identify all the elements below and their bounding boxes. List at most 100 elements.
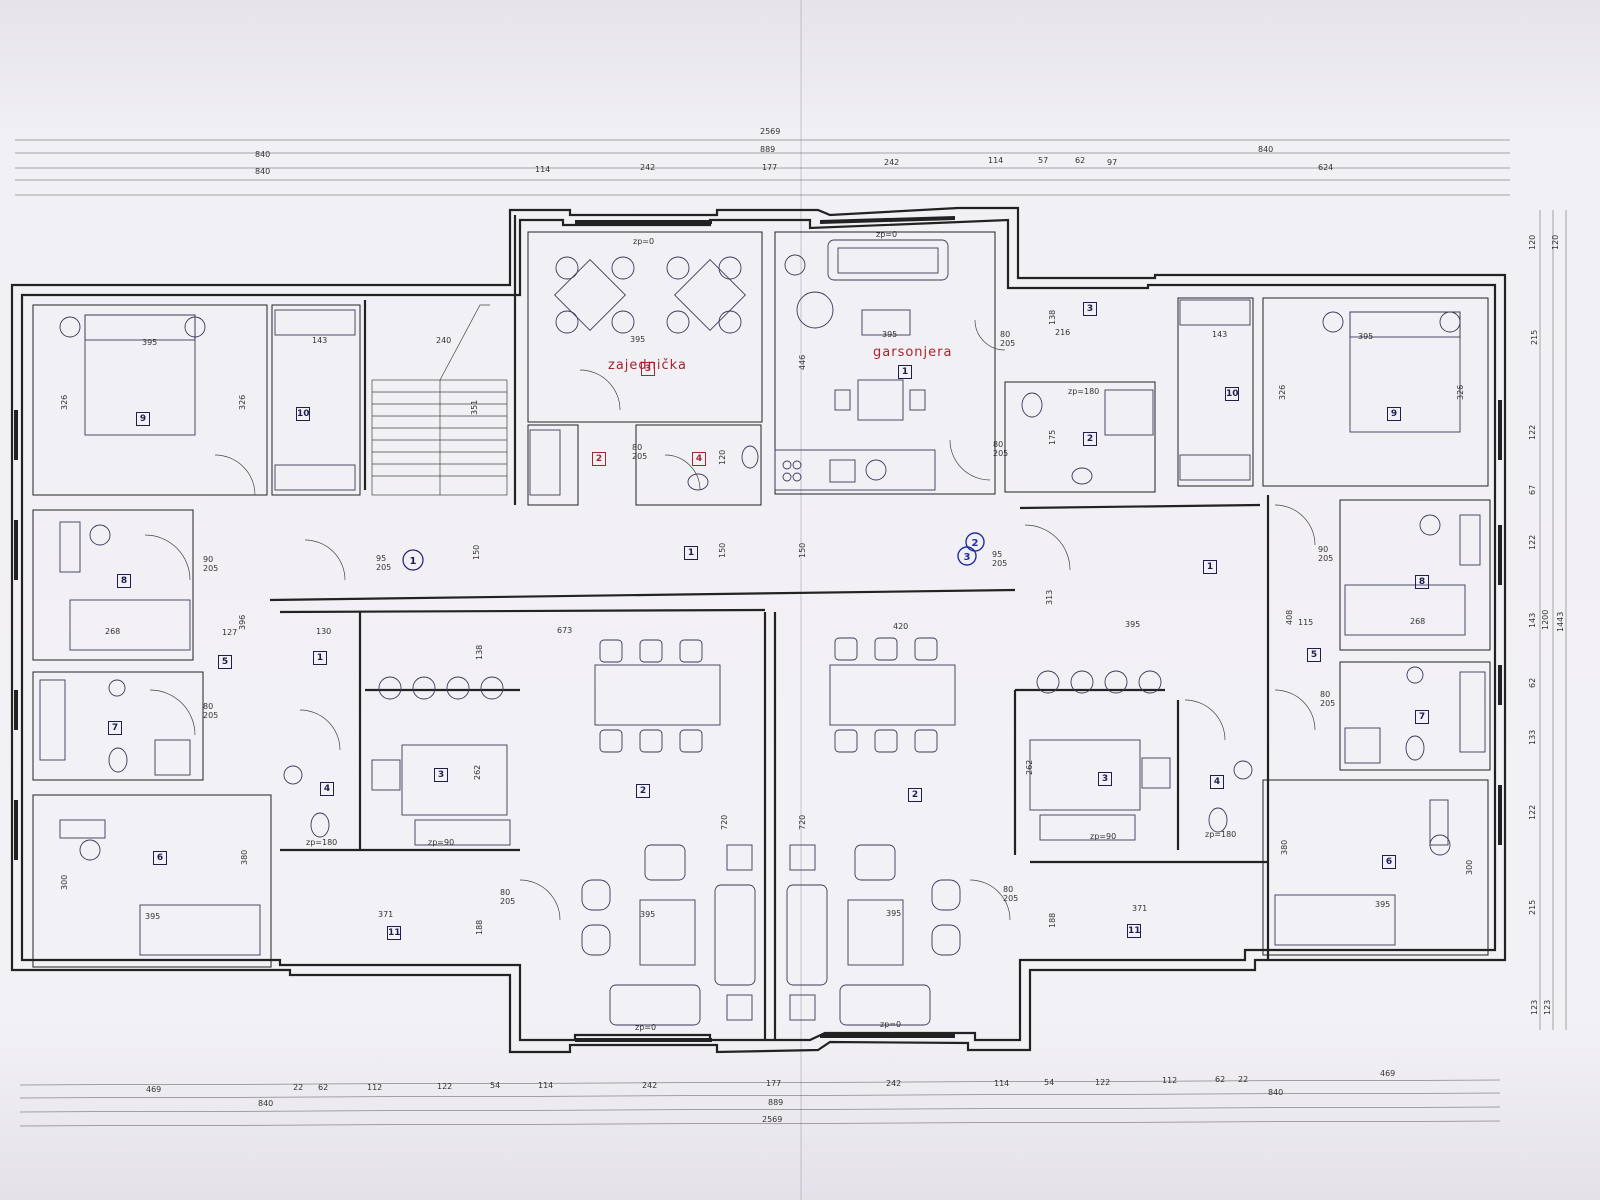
bottom-center-dim: 889 [768, 1098, 783, 1107]
top-seg-dim: 114 [988, 156, 1003, 165]
dim-label: 120 [718, 449, 727, 465]
staircase [371, 304, 508, 496]
bottom-seg-dim: 112 [1162, 1076, 1177, 1085]
dim-label: 720 [798, 814, 807, 830]
dim-label: 216 [1055, 328, 1071, 337]
kitchen-right-3 [1029, 670, 1171, 841]
room-tag-2: 2 [1083, 432, 1097, 446]
room-label-garsonjera: garsonjera [873, 345, 953, 360]
room-tag-1: 1 [684, 546, 698, 560]
dim-label: 395 [1358, 332, 1374, 341]
zp-label: zp=180 [1205, 830, 1237, 839]
dim-label: 262 [1025, 759, 1034, 775]
door-label: 80 205 [632, 443, 648, 461]
dim-label: 313 [1045, 589, 1054, 605]
right-dim: 215 [1528, 900, 1537, 915]
bottom-seg-dim: 54 [1044, 1078, 1054, 1087]
bottom-seg-dim: 469 [1380, 1069, 1395, 1078]
bottom-right-wing-dim: 840 [1268, 1088, 1283, 1097]
right-dim: 1200 [1541, 610, 1550, 630]
dim-label: 395 [882, 330, 898, 339]
section-marker-2-3: 2 3 [957, 532, 985, 566]
dim-label: 127 [222, 628, 238, 637]
top-seg-dim: 97 [1107, 158, 1117, 167]
zp-label: zp=180 [1068, 387, 1100, 396]
top-seg-dim: 57 [1038, 156, 1048, 165]
dim-label: 371 [378, 910, 394, 919]
bath-left-7 [39, 679, 191, 776]
right-dim: 67 [1528, 485, 1537, 495]
right-dim: 123 [1543, 1000, 1552, 1015]
top-center-dim: 889 [760, 145, 775, 154]
dim-label: 408 [1285, 609, 1294, 625]
section-marker-1: 1 [402, 549, 424, 571]
room-tag-4: 4 [320, 782, 334, 796]
dim-label: 395 [1375, 900, 1391, 909]
dim-label: 395 [142, 338, 158, 347]
dim-label: 150 [718, 542, 727, 558]
dim-label: 395 [630, 335, 646, 344]
top-dimension-lines [15, 139, 1510, 196]
bottom-seg-dim: 114 [538, 1081, 553, 1090]
dim-label: 268 [105, 627, 121, 636]
room-tag-2: 2 [908, 788, 922, 802]
room-tag-10: 10 [296, 407, 310, 421]
room-tag-11: 11 [1127, 924, 1141, 938]
door-label: 80 205 [993, 440, 1009, 458]
bathroom-fixtures-center [529, 429, 759, 496]
dim-label: 351 [470, 399, 479, 415]
bottom-seg-dim: 177 [766, 1079, 781, 1088]
door-label: 90 205 [203, 555, 219, 573]
desk-right-6 [1274, 799, 1451, 946]
bottom-seg-dim: 122 [437, 1082, 452, 1091]
bottom-left-wing-dim: 840 [258, 1099, 273, 1108]
wardrobe-right-10 [1179, 299, 1251, 481]
bottom-seg-dim: 112 [367, 1083, 382, 1092]
zp-label: zp=0 [876, 230, 898, 239]
right-dim: 143 [1528, 613, 1537, 628]
room-tag-3: 3 [1098, 772, 1112, 786]
room-tag-1: 1 [313, 651, 327, 665]
bottom-dimension-lines [19, 1079, 1501, 1127]
right-dim: 1443 [1556, 612, 1565, 632]
door-label: 95 205 [992, 550, 1008, 568]
interior-walls [32, 215, 1491, 1040]
room-tag-2: 2 [592, 452, 606, 466]
dining-table-top-right [666, 256, 746, 334]
garsonjera-kitchen [774, 449, 936, 491]
bottom-seg-dim: 62 [318, 1083, 328, 1092]
desk-left-8 [59, 521, 191, 651]
zp-label: zp=90 [1090, 832, 1117, 841]
dim-label: 115 [1298, 618, 1314, 627]
bath-right-7 [1344, 666, 1486, 764]
right-dim: 120 [1551, 235, 1560, 250]
door-label: 80 205 [1320, 690, 1336, 708]
dim-label: 326 [1278, 384, 1287, 400]
dim-label: 395 [1125, 620, 1141, 629]
right-dimension-lines [1539, 210, 1567, 1030]
top-total-dim: 2569 [760, 127, 780, 136]
top-left-wing-dim: 840 [255, 150, 270, 159]
right-dim: 122 [1528, 425, 1537, 440]
room-tag-7: 7 [108, 721, 122, 735]
zp-label: zp=0 [633, 237, 655, 246]
desk-right-8 [1344, 514, 1481, 636]
dim-label: 380 [240, 849, 249, 865]
room-tag-1: 1 [1203, 560, 1217, 574]
room-tag-3: 3 [641, 362, 655, 376]
dim-label: 371 [1132, 904, 1148, 913]
dim-label: 130 [316, 627, 332, 636]
dim-label: 188 [1048, 912, 1057, 928]
door-swings [144, 319, 1316, 921]
top-seg-dim: 62 [1075, 156, 1085, 165]
room-tag-5: 5 [1307, 648, 1321, 662]
door-label: 80 205 [1003, 885, 1019, 903]
dim-label: 300 [60, 874, 69, 890]
section-marker-1-label: 1 [410, 556, 417, 567]
wardrobe-left-10 [274, 309, 356, 491]
bottom-seg-dim: 469 [146, 1085, 161, 1094]
right-dim: 62 [1528, 678, 1537, 688]
right-dim: 120 [1528, 235, 1537, 250]
room-tag-9: 9 [1387, 407, 1401, 421]
